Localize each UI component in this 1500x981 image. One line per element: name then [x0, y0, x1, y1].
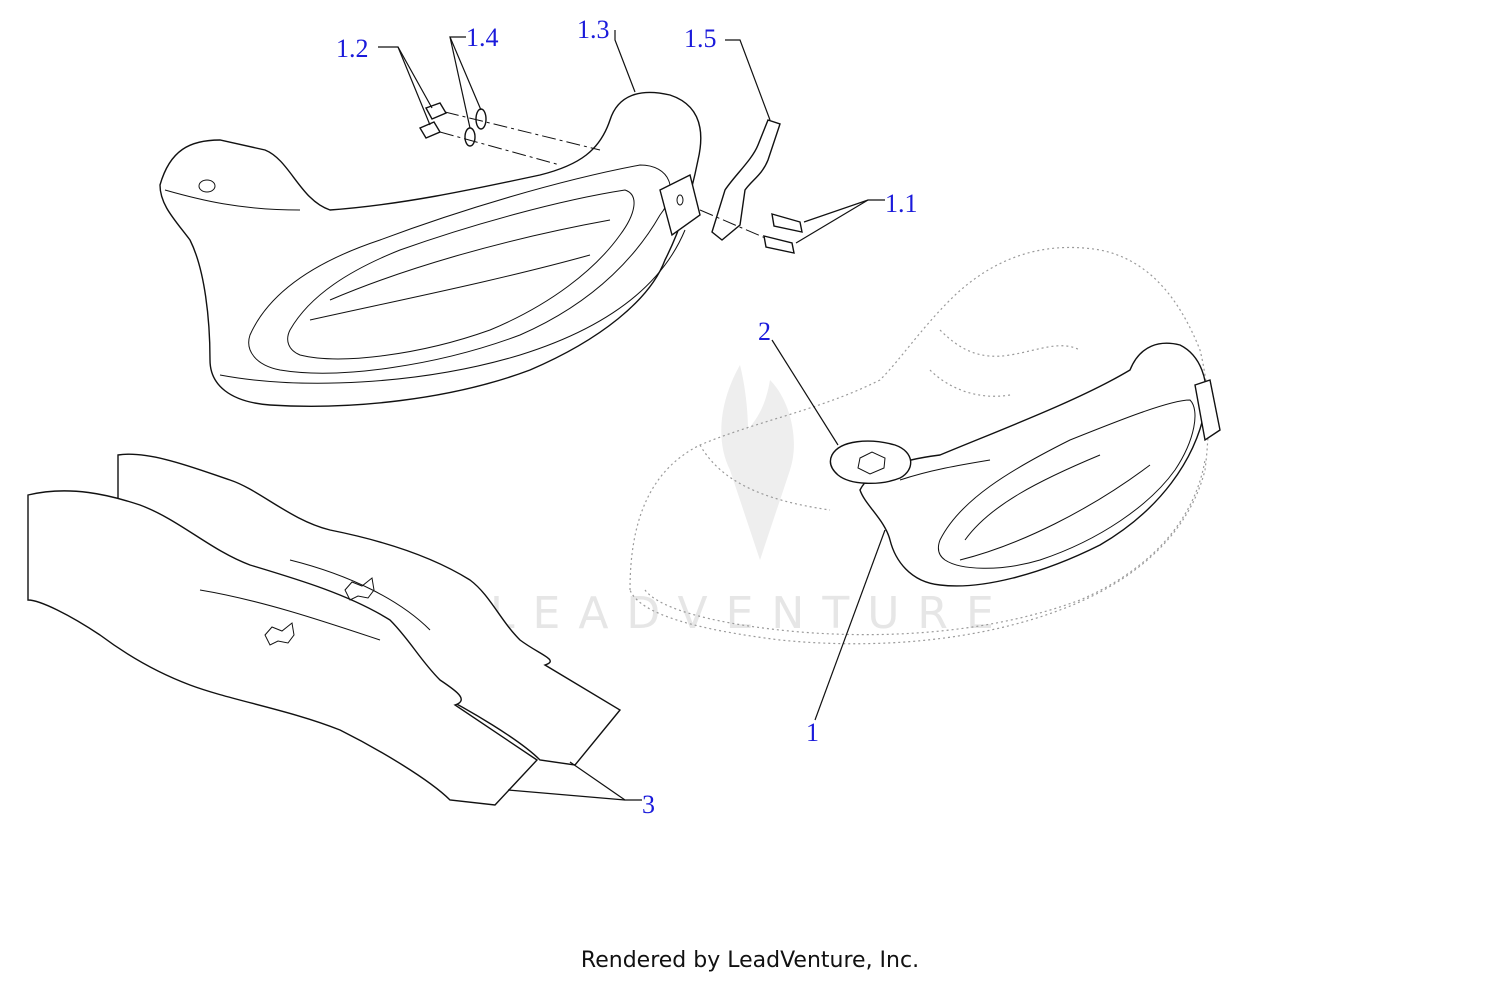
- blades-3: [27, 453, 622, 806]
- callout-1-3: 1.3: [577, 15, 610, 44]
- render-credit: Rendered by LeadVenture, Inc.: [580, 948, 920, 973]
- leadventure-watermark: LEADVENTURE: [490, 365, 1012, 639]
- deflector-1-3: [159, 91, 702, 407]
- rod-1-5: [711, 119, 781, 241]
- mower-deck-ghost: [629, 246, 1209, 645]
- callout-1-5: 1.5: [684, 24, 717, 53]
- callout-1: 1: [806, 718, 819, 747]
- callout-1-1: 1.1: [885, 189, 918, 218]
- leader-lines: [378, 30, 886, 801]
- deflector-1-installed: [859, 342, 1221, 587]
- callout-1-2: 1.2: [336, 34, 369, 63]
- bolts-1-1: [763, 213, 803, 254]
- knob-2: [829, 440, 912, 485]
- watermark-text: LEADVENTURE: [490, 588, 1012, 639]
- callout-2: 2: [758, 317, 771, 346]
- callout-3: 3: [642, 790, 655, 819]
- hardware-1-4-washers: [464, 108, 487, 147]
- callout-1-4: 1.4: [466, 23, 499, 52]
